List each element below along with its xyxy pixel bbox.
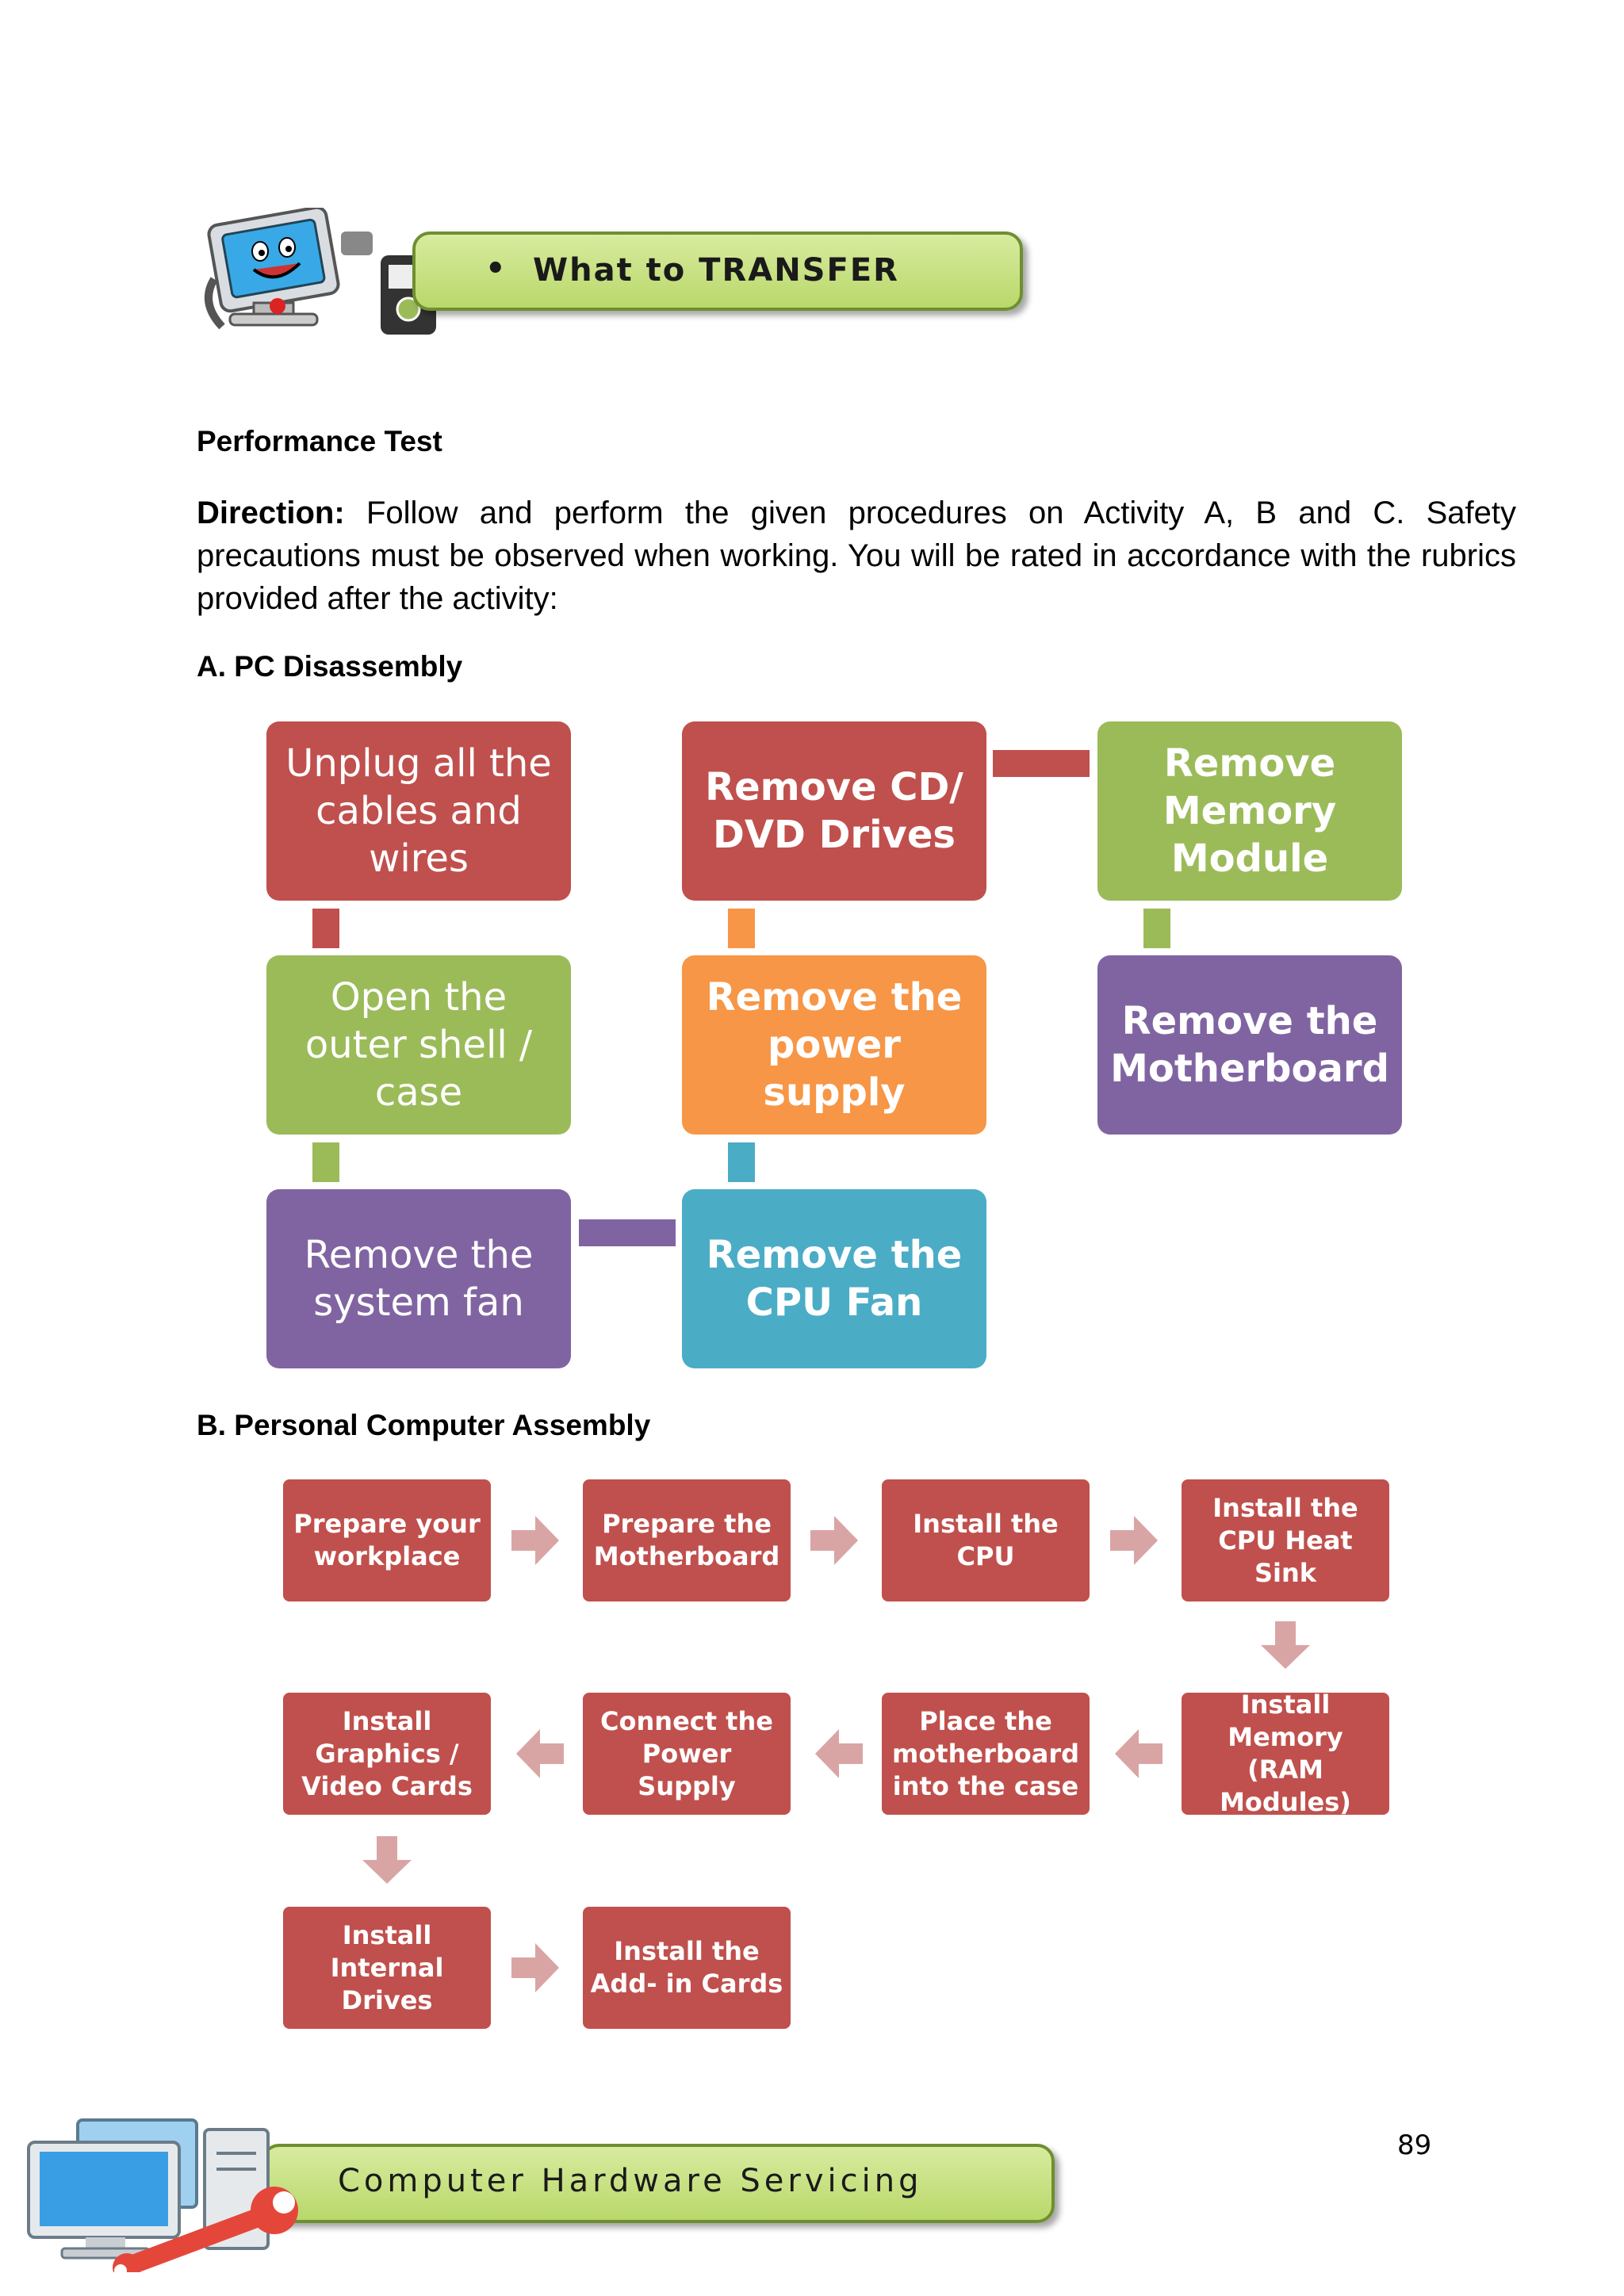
arrow-left-icon (516, 1729, 564, 1778)
computer-wrench-icon (27, 2118, 298, 2272)
step-b-2: Prepare the Motherboard (583, 1479, 791, 1601)
header-bullet: • (485, 251, 506, 287)
step-a-2: Open the outer shell / case (266, 955, 571, 1135)
direction-text: Follow and perform the given procedures … (197, 496, 1516, 616)
connector-7-8 (1143, 909, 1170, 948)
direction-label: Direction: (197, 496, 345, 530)
header-banner-bar (412, 232, 1023, 311)
header-banner-label: What to TRANSFER (533, 252, 899, 289)
connector-1-2 (312, 909, 339, 948)
step-a-4: Remove the CPU Fan (682, 1189, 986, 1368)
connector-3-4 (579, 1219, 676, 1246)
step-b-5: Install Memory (RAM Modules) (1182, 1689, 1389, 1817)
step-b-1: Prepare your workplace (283, 1479, 491, 1601)
arrow-down-icon (362, 1836, 412, 1884)
step-b-6: Place the motherboard into the case (882, 1693, 1090, 1815)
computer-mascot-icon (205, 208, 436, 335)
arrow-left-icon (1115, 1729, 1162, 1778)
step-a-6: Remove CD/ DVD Drives (682, 721, 986, 901)
step-a-1: Unplug all the cables and wires (266, 721, 571, 901)
connector-4-5 (728, 1142, 755, 1182)
step-b-4: Install the CPU Heat Sink (1182, 1479, 1389, 1601)
section-title-performance-test: Performance Test (197, 425, 442, 457)
step-a-3: Remove the system fan (266, 1189, 571, 1368)
connector-6-7 (993, 750, 1090, 777)
arrow-down-icon (1261, 1621, 1310, 1669)
section-title-pc-disassembly: A. PC Disassembly (197, 650, 463, 683)
page-number: 89 (1397, 2130, 1432, 2161)
footer-banner-bar (262, 2144, 1055, 2223)
step-b-9: Install Internal Drives (283, 1907, 491, 2029)
arrow-right-icon (511, 1943, 559, 1992)
step-b-8: Install Graphics / Video Cards (283, 1693, 491, 1815)
connector-2-3 (312, 1142, 339, 1182)
step-a-5: Remove the power supply (682, 955, 986, 1135)
step-a-7: Remove Memory Module (1097, 721, 1402, 901)
arrow-right-icon (1110, 1516, 1158, 1565)
arrow-left-icon (815, 1729, 863, 1778)
step-a-8: Remove the Motherboard (1097, 955, 1402, 1135)
step-b-10: Install the Add- in Cards (583, 1907, 791, 2029)
arrow-right-icon (511, 1516, 559, 1565)
step-b-7: Connect the Power Supply (583, 1693, 791, 1815)
direction-paragraph: Direction: Follow and perform the given … (197, 492, 1516, 620)
arrow-right-icon (810, 1516, 858, 1565)
section-title-pc-assembly: B. Personal Computer Assembly (197, 1409, 651, 1441)
connector-5-6 (728, 909, 755, 948)
step-b-3: Install the CPU (882, 1479, 1090, 1601)
footer-banner-label: Computer Hardware Servicing (338, 2163, 923, 2199)
